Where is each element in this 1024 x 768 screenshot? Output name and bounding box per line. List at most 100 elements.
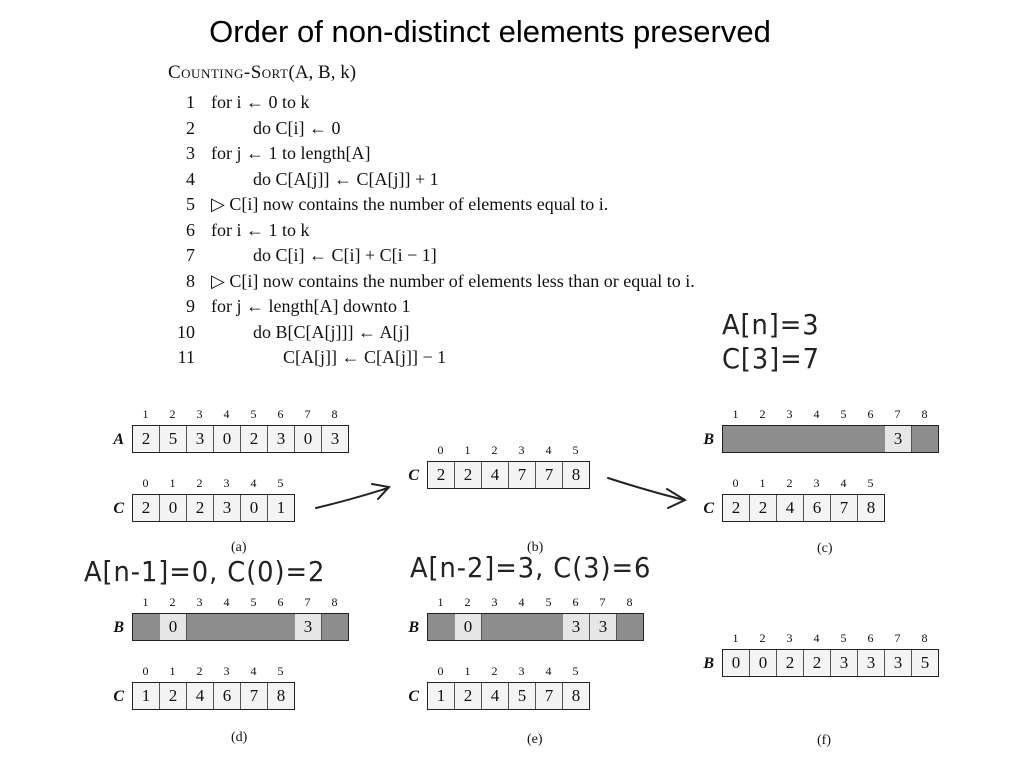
index-label: 2 xyxy=(169,407,176,421)
index-label: 1 xyxy=(437,595,444,609)
array-label-b: B xyxy=(703,655,714,672)
array-c-b: 3 xyxy=(722,425,939,453)
array-cell: 0 xyxy=(295,426,322,452)
index-label: 2 xyxy=(786,476,793,490)
line-text: ▷ C[i] now contains the number of elemen… xyxy=(211,270,695,291)
array-label-c: C xyxy=(408,467,419,484)
line-text: for i ← 1 to k xyxy=(211,219,310,240)
index-label: 0 xyxy=(437,664,444,678)
array-cell: 2 xyxy=(804,650,831,676)
index-label: 5 xyxy=(840,407,847,421)
array-cell: 7 xyxy=(536,683,563,709)
array-cell: 7 xyxy=(831,495,858,521)
array-cell xyxy=(912,426,938,452)
array-cell: 3 xyxy=(187,426,214,452)
array-cell: 2 xyxy=(750,495,777,521)
index-label: 1 xyxy=(732,631,739,645)
array-cell: 7 xyxy=(509,462,536,488)
array-cell: 4 xyxy=(482,462,509,488)
index-label: 3 xyxy=(813,476,820,490)
index-label: 2 xyxy=(759,631,766,645)
line-number: 7 xyxy=(186,245,195,265)
array-cell: 2 xyxy=(723,495,750,521)
array-cell: 0 xyxy=(455,614,482,640)
array-cell: 2 xyxy=(133,426,160,452)
index-label: 0 xyxy=(437,443,444,457)
array-cell: 2 xyxy=(455,683,482,709)
array-cell: 3 xyxy=(295,614,322,640)
array-cell: 2 xyxy=(187,495,214,521)
array-cell xyxy=(831,426,858,452)
array-label-c: C xyxy=(113,688,124,705)
index-label: 3 xyxy=(518,664,525,678)
index-label: 6 xyxy=(277,595,284,609)
index-label: 8 xyxy=(921,631,928,645)
index-label: 5 xyxy=(250,407,257,421)
index-label: 7 xyxy=(894,631,901,645)
array-cell xyxy=(482,614,509,640)
array-cell xyxy=(750,426,777,452)
array-cell: 3 xyxy=(885,426,912,452)
array-cell: 6 xyxy=(804,495,831,521)
array-label-b: B xyxy=(113,619,124,636)
index-label: 3 xyxy=(196,595,203,609)
array-cell: 3 xyxy=(268,426,295,452)
index-label: 8 xyxy=(331,407,338,421)
array-cell xyxy=(133,614,160,640)
index-label: 3 xyxy=(786,631,793,645)
caption-a: (a) xyxy=(231,540,247,555)
index-label: 4 xyxy=(223,595,230,609)
annotation-a-n: A[n]=3 xyxy=(722,308,820,341)
index-label: 3 xyxy=(786,407,793,421)
index-label: 2 xyxy=(491,664,498,678)
array-cell: 2 xyxy=(160,683,187,709)
index-label: 0 xyxy=(142,664,149,678)
index-label: 2 xyxy=(196,664,203,678)
index-label: 2 xyxy=(464,595,471,609)
caption-d: (d) xyxy=(231,730,248,745)
arrow-a-to-b xyxy=(315,483,391,509)
algorithm-name: Counting-Sort xyxy=(168,62,289,83)
index-label: 8 xyxy=(626,595,633,609)
line-text: do C[i] ← C[i] + C[i − 1] xyxy=(253,245,437,265)
caption-c: (c) xyxy=(817,541,833,556)
index-label: 6 xyxy=(867,631,874,645)
index-label: 8 xyxy=(331,595,338,609)
array-cell xyxy=(509,614,536,640)
array-cell: 4 xyxy=(482,683,509,709)
index-label: 1 xyxy=(732,407,739,421)
line-number: 10 xyxy=(177,321,195,342)
array-cell: 7 xyxy=(536,462,563,488)
annotation-a-n-minus-2: A[n-2]=3, C(3)=6 xyxy=(410,551,652,584)
array-cell: 8 xyxy=(563,683,589,709)
array-cell: 3 xyxy=(590,614,617,640)
array-cell: 3 xyxy=(885,650,912,676)
line-number: 2 xyxy=(186,117,195,138)
array-cell: 8 xyxy=(858,495,884,521)
array-cell xyxy=(804,426,831,452)
line-number: 1 xyxy=(186,92,195,112)
index-label: 2 xyxy=(169,595,176,609)
array-label-c: C xyxy=(703,500,714,517)
array-cell: 5 xyxy=(160,426,187,452)
index-label: 5 xyxy=(572,443,579,457)
line-number: 9 xyxy=(186,296,195,316)
line-text: do C[A[j]] ← C[A[j]] + 1 xyxy=(253,168,439,189)
array-cell xyxy=(322,614,348,640)
index-label: 5 xyxy=(250,595,257,609)
index-label: 4 xyxy=(223,407,230,421)
slide-title: Order of non-distinct elements preserved xyxy=(209,14,771,49)
